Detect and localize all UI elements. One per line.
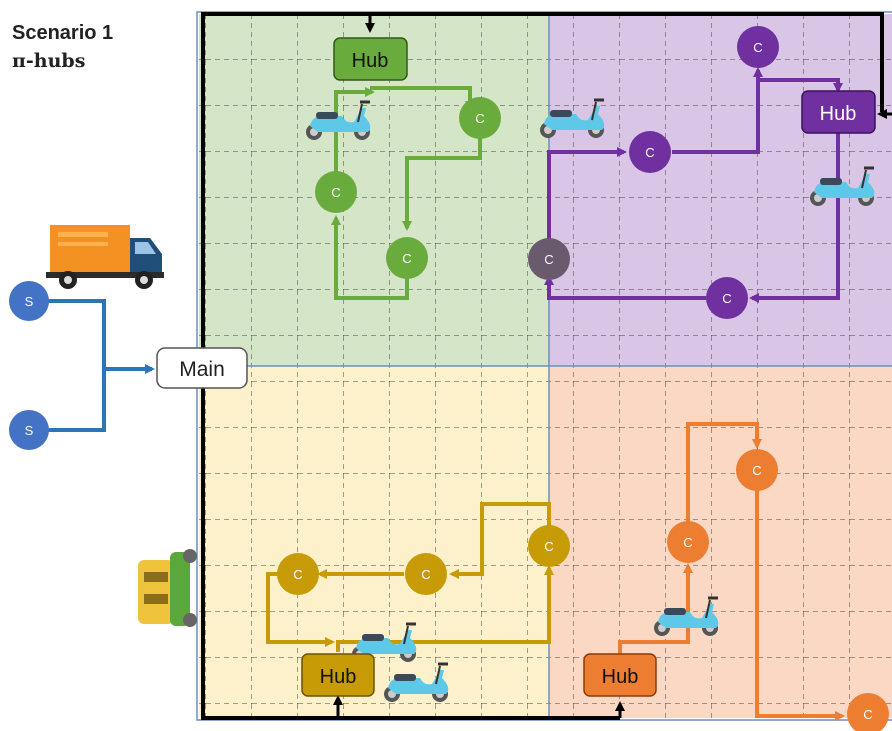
customer-node[interactable]: C [629, 131, 671, 173]
customer-label: C [683, 535, 692, 550]
customer-label: C [753, 40, 762, 55]
customer-label: C [331, 185, 340, 200]
main-depot[interactable]: Main [156, 347, 248, 389]
supplier-label: S [25, 294, 34, 309]
customer-label: C [421, 567, 430, 582]
customer-node[interactable]: C [706, 277, 748, 319]
customer-node[interactable]: C [386, 237, 428, 279]
scenario-title: Scenario 1 [12, 22, 114, 44]
hub-green[interactable]: Hub [333, 37, 408, 81]
hub-label: Hub [602, 666, 639, 688]
hub-label: Hub [820, 103, 857, 125]
hub-label: Hub [320, 666, 357, 688]
customer-label: C [475, 111, 484, 126]
route-blue [46, 299, 155, 432]
customer-node[interactable]: C [736, 449, 778, 491]
main-label: Main [179, 358, 225, 381]
customer-node[interactable]: C [405, 553, 447, 595]
customer-label: C [722, 291, 731, 306]
hub-label: Hub [352, 50, 389, 72]
truck-icon [46, 225, 164, 289]
customer-label: C [544, 252, 553, 267]
hub-gold[interactable]: Hub [301, 653, 375, 697]
supplier-node[interactable]: S [9, 281, 49, 321]
customer-label: C [402, 251, 411, 266]
customer-label: C [293, 567, 302, 582]
customer-node[interactable]: C [459, 97, 501, 139]
customer-node[interactable]: C [737, 26, 779, 68]
customer-label: C [645, 145, 654, 160]
scenario-subtitle: π-hubs [12, 50, 86, 72]
supplier-node[interactable]: S [9, 410, 49, 450]
hub-purple[interactable]: Hub [801, 90, 876, 134]
route-orange [618, 422, 845, 721]
customer-label: C [752, 463, 761, 478]
customer-node[interactable]: C [847, 693, 889, 731]
hub-orange[interactable]: Hub [583, 653, 657, 697]
customer-label: C [863, 707, 872, 722]
supplier-label: S [25, 423, 34, 438]
customer-node[interactable]: C [528, 238, 570, 280]
customer-node[interactable]: C [277, 553, 319, 595]
customer-node[interactable]: C [315, 171, 357, 213]
customer-node[interactable]: C [667, 521, 709, 563]
customer-node[interactable]: C [528, 525, 570, 567]
route-gold [266, 502, 554, 652]
cargo-bike-icon [138, 549, 197, 627]
customer-label: C [544, 539, 553, 554]
main-feeder-ring [201, 12, 892, 720]
